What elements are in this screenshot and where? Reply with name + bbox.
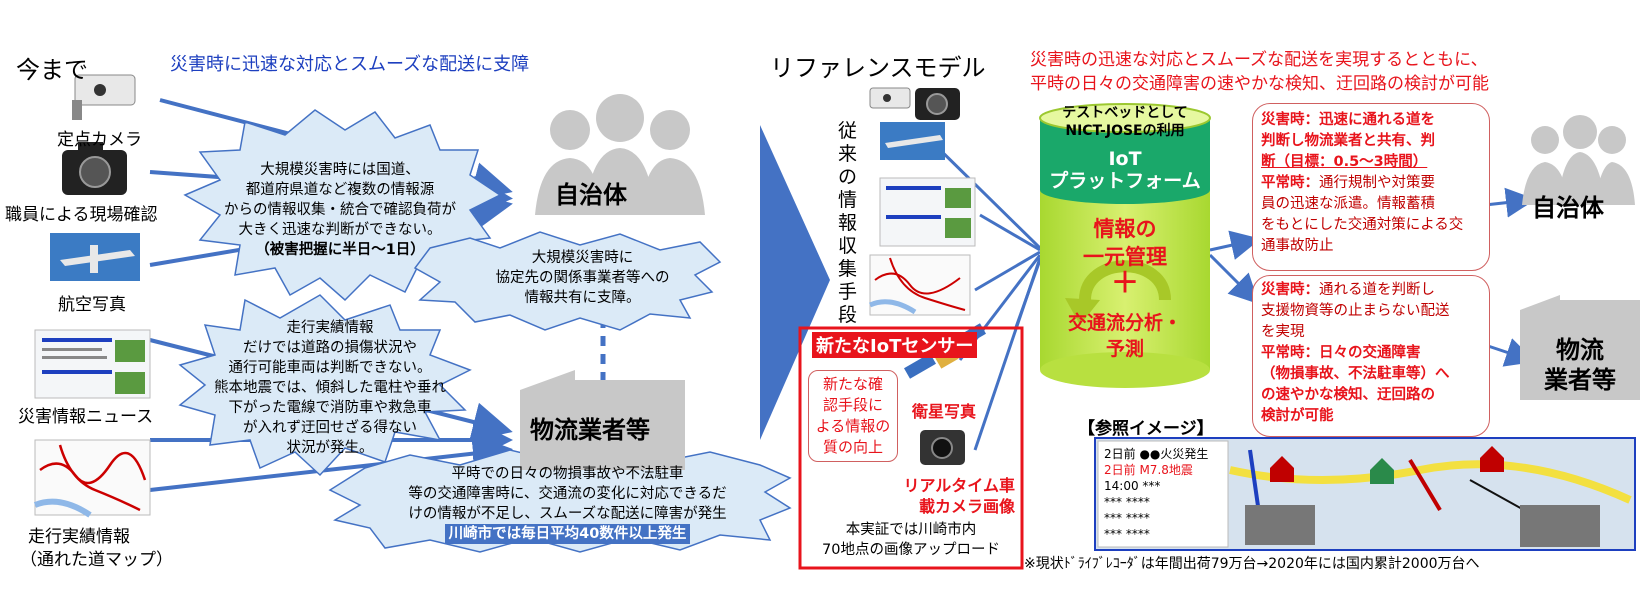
satellite-label: 衛星写真 <box>912 402 977 421</box>
conventional-means-label: 従来の情報収集手段 <box>838 120 858 326</box>
left-headline: 災害時に迅速な対応とスムーズな配送に支障 <box>170 54 530 75</box>
fixed-camera-icon-right <box>869 87 911 109</box>
upload-note: 本実証では川崎市内 70地点の画像アップロード <box>822 522 1000 558</box>
right-headline: 災害時の迅速な対応とスムーズな配送を実現するとともに、 平時の日々の交通障害の速… <box>1030 50 1489 94</box>
logistics-label-left: 物流業者等 <box>530 416 650 444</box>
source-staff-label: 職員による現場確認 <box>5 205 158 225</box>
testbed-label: テストベッドとして NICT-JOSEの利用 <box>1062 105 1188 139</box>
bubble-2-text: 平時での日々の物損事故や不法駐車 等の交通障害時に、交通流の変化に対応できるだ … <box>408 466 727 544</box>
burst-shape-1 <box>183 109 502 302</box>
source-camera-label: 定点カメラ <box>57 130 142 150</box>
source-map-sublabel: （通れた道マップ） <box>20 550 173 570</box>
reference-image-title: 【参照イメージ】 <box>1078 419 1214 439</box>
unify-label: 情報の 一元管理 <box>1083 217 1167 269</box>
outcome-box-logistics: 災害時：通れる道を判断し 支援物資等の止まらない配送 を実現 平常時：日々の交通… <box>1252 275 1490 437</box>
municipality-people-left <box>535 94 705 215</box>
fixed-camera-icon-left <box>72 74 136 120</box>
source-map-label: 走行実績情報 <box>28 527 130 547</box>
news-thumbnail-left <box>34 329 151 399</box>
analysis-label: 交通流分析・ 予測 <box>1067 312 1182 360</box>
left-title: 今まで <box>16 56 88 84</box>
dslr-camera-icon-right <box>915 88 960 120</box>
burst-2-text: 走行実績情報 だけでは道路の損傷状況や 通行可能車両は判断できない。 熊本地震で… <box>214 320 446 456</box>
aerial-photo-left <box>50 233 140 281</box>
reference-log: 2日前 ●●火災発生 2日前 M7.8地震 14:00 *** *** ****… <box>1104 447 1209 541</box>
road-map-left <box>33 439 151 518</box>
burst-shape-2 <box>413 231 722 331</box>
big-transition-arrow <box>760 125 830 440</box>
municipality-people-right <box>1522 115 1635 205</box>
logistics-building-right <box>1520 295 1640 400</box>
footnote: ※現状ﾄﾞﾗｲﾌﾞﾚｺｰﾀﾞは年間出荷79万台→2020年には国内累計2000万… <box>1024 556 1480 572</box>
aerial-photo-right <box>880 122 945 160</box>
municipality-label-left: 自治体 <box>555 181 627 209</box>
outcome-box-municipality: 災害時：迅速に通れる道を 判断し物流業者と共有、判 断（目標：0.5〜3時間） … <box>1252 103 1490 271</box>
dashcam-icon <box>920 430 965 465</box>
burst-1-text: 大規模災害時には国道、 都道府県道など複数の情報源 からの情報収集・統合で確認負… <box>224 162 456 258</box>
municipality-label-right: 自治体 <box>1532 194 1604 222</box>
logistics-label-right: 物流 業者等 <box>1544 336 1616 394</box>
reference-image-panel <box>1094 437 1636 551</box>
iot-platform-cylinder <box>1039 103 1211 388</box>
logistics-building-left <box>520 370 685 470</box>
right-title: リファレンスモデル <box>770 54 986 82</box>
right-source-arrows <box>928 138 1042 451</box>
plus-sign: ＋ <box>1110 266 1139 299</box>
new-means-box: 新たな確 認手段に よる情報の 質の向上 <box>808 370 898 462</box>
iot-platform-label: IoT プラットフォーム <box>1049 148 1201 192</box>
source-aerial-label: 航空写真 <box>58 295 126 315</box>
source-news-label: 災害情報ニュース <box>18 407 154 427</box>
dashcam-label: リアルタイム車 載カメラ画像 <box>903 476 1015 516</box>
news-thumbnail-right <box>879 177 976 247</box>
new-iot-sensor-title: 新たなIoTセンサー <box>812 332 978 358</box>
dslr-camera-icon-left <box>62 142 127 195</box>
new-iot-sensor-frame <box>798 326 1024 570</box>
bubble-1-text: 大規模災害時に 協定先の関係事業者等への 情報共有に支障。 <box>495 250 670 306</box>
road-map-right <box>868 254 971 316</box>
